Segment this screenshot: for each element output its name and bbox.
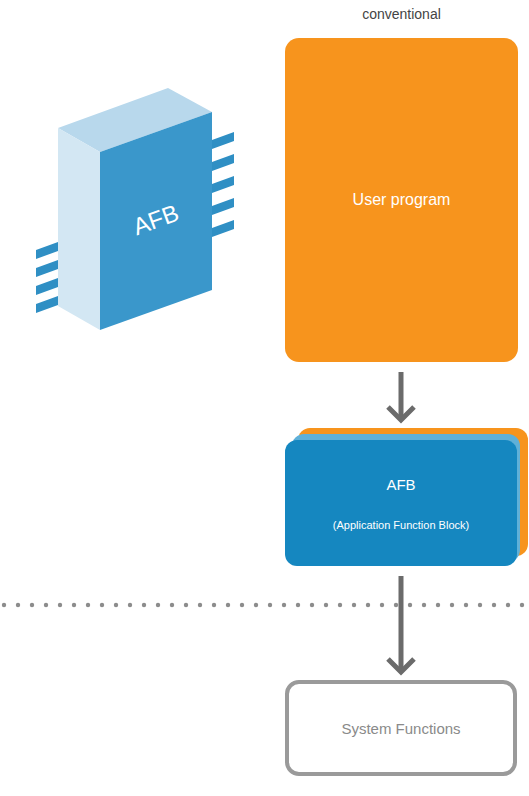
- divider-dot: [44, 603, 48, 607]
- chip-pin: [212, 132, 234, 149]
- arrow-head: [388, 659, 414, 672]
- divider-dot: [86, 603, 90, 607]
- divider-dot: [282, 603, 286, 607]
- divider-dot: [114, 603, 118, 607]
- divider-dot: [338, 603, 342, 607]
- divider-dot: [478, 603, 482, 607]
- divider-dot: [2, 603, 6, 607]
- chip-pin: [36, 278, 58, 295]
- divider-dot: [254, 603, 258, 607]
- divider-dot: [198, 603, 202, 607]
- column-heading: conventional: [285, 6, 518, 22]
- chip-pin: [212, 198, 234, 215]
- chip-pin: [36, 296, 58, 313]
- divider-dot: [226, 603, 230, 607]
- divider-dot: [296, 603, 300, 607]
- divider-dot: [184, 603, 188, 607]
- divider-dot: [464, 603, 468, 607]
- divider-dot: [310, 603, 314, 607]
- chip-front-face: [100, 112, 212, 330]
- divider-dot: [324, 603, 328, 607]
- divider-dot: [436, 603, 440, 607]
- divider-dot: [142, 603, 146, 607]
- divider-dot: [450, 603, 454, 607]
- function-block-box: AFB (Application Function Block): [285, 440, 517, 566]
- chip-pin: [36, 242, 58, 259]
- chip-pin: [212, 154, 234, 171]
- divider-dot: [240, 603, 244, 607]
- chip-pin: [212, 176, 234, 193]
- program-box: User program: [285, 38, 518, 362]
- divider-dot: [212, 603, 216, 607]
- arrow-shaft: [399, 576, 404, 670]
- divider-dot: [380, 603, 384, 607]
- divider-dot: [58, 603, 62, 607]
- divider-dot: [408, 603, 412, 607]
- divider-dot: [16, 603, 20, 607]
- divider-dot: [156, 603, 160, 607]
- box-title: AFB: [386, 476, 415, 493]
- box-subtitle: (Application Function Block): [333, 519, 469, 531]
- chip-illustration: [36, 88, 234, 330]
- divider-dot: [100, 603, 104, 607]
- divider-dot: [366, 603, 370, 607]
- divider-dot: [422, 603, 426, 607]
- divider-dot: [128, 603, 132, 607]
- chip-pin: [212, 220, 234, 237]
- divider-dot: [30, 603, 34, 607]
- chip-pin: [36, 260, 58, 277]
- divider-dot: [506, 603, 510, 607]
- box-title: System Functions: [341, 720, 460, 737]
- divider-dot: [394, 603, 398, 607]
- flow-arrow: [388, 372, 414, 420]
- divider-dot: [268, 603, 272, 607]
- divider-dot: [352, 603, 356, 607]
- arrow-shaft: [399, 372, 404, 418]
- arrow-head: [388, 407, 414, 420]
- chip-side-face: [58, 128, 100, 330]
- flow-arrow: [388, 576, 414, 672]
- divider-dot: [520, 603, 524, 607]
- dotted-divider: [2, 603, 524, 607]
- divider-dot: [72, 603, 76, 607]
- system-box: System Functions: [285, 680, 517, 776]
- box-title: User program: [353, 191, 451, 209]
- divider-dot: [170, 603, 174, 607]
- divider-dot: [492, 603, 496, 607]
